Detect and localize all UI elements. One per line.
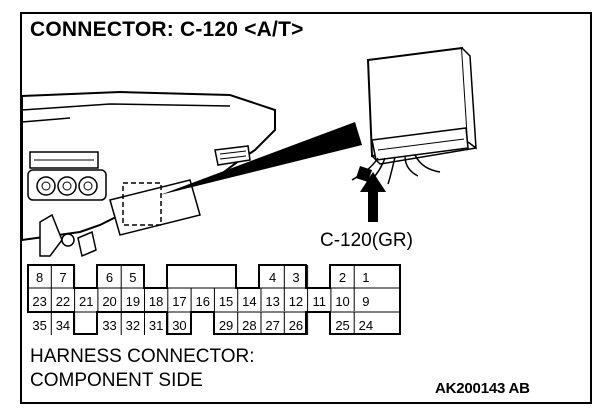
figure-code: AK200143 AB [435,380,530,397]
pin-30-label: 30 [172,318,186,333]
pin-12-label: 12 [289,294,303,309]
pin-19-label: 19 [126,294,140,309]
pin-1-label: 1 [362,270,369,285]
pin-9-label: 9 [362,294,369,309]
pin-28-label: 28 [242,318,256,333]
pin-25-label: 25 [335,318,349,333]
pin-2-label: 2 [339,270,346,285]
diagram-title: CONNECTOR: C-120 <A/T> [30,18,304,41]
footer-harness-connector: HARNESS CONNECTOR: [30,346,255,367]
pin-4-label: 4 [269,270,276,285]
pin-24-label: 24 [359,318,373,333]
pin-10-label: 10 [335,294,349,309]
pin-13-label: 13 [265,294,279,309]
pin-29-label: 29 [219,318,233,333]
pin-8-label: 8 [36,270,43,285]
pin-20-label: 20 [102,294,116,309]
footer-component-side: COMPONENT SIDE [30,370,203,391]
pin-27-label: 27 [265,318,279,333]
pin-5-label: 5 [129,270,136,285]
connector-label: C-120(GR) [320,230,413,251]
pin-14-label: 14 [242,294,256,309]
pin-23-label: 23 [32,294,46,309]
pin-21-label: 21 [79,294,93,309]
pin-22-label: 22 [56,294,70,309]
pin-16-label: 16 [196,294,210,309]
pin-31-label: 31 [149,318,163,333]
pin-18-label: 18 [149,294,163,309]
pin-34-label: 34 [56,318,70,333]
pin-33-label: 33 [102,318,116,333]
pin-3-label: 3 [292,270,299,285]
pin-15-label: 15 [219,294,233,309]
pin-17-label: 17 [172,294,186,309]
pin-35-label: 35 [32,318,46,333]
pin-11-label: 11 [313,294,327,309]
pin-6-label: 6 [106,270,113,285]
pin-26-label: 26 [289,318,303,333]
pin-32-label: 32 [126,318,140,333]
pin-7-label: 7 [59,270,66,285]
